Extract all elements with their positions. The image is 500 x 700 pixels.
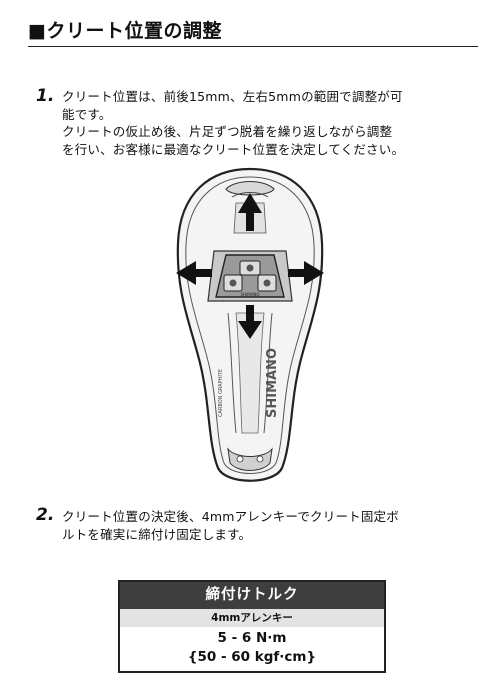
arrow-down-icon: [238, 305, 262, 339]
step-2-line: クリート位置の決定後、4mmアレンキーでクリート固定ボ: [62, 509, 399, 524]
step-1-line: 能です。: [62, 106, 112, 122]
step-1-line: クリート位置は、前後15mm、左右5mmの範囲で調整が可: [62, 89, 403, 104]
section-title-text: クリート位置の調整: [46, 20, 222, 42]
step-1-line: を行い、お客様に最適なクリート位置を決定してください。: [62, 141, 405, 157]
step-1-text: クリート位置は、前後15mm、左右5mmの範囲で調整が可 能です。 クリートの仮…: [62, 88, 404, 158]
torque-value-kgf: {50 - 60 kgf·cm}: [187, 649, 317, 665]
step-2-line: ルトを確実に締付け固定します。: [62, 526, 252, 542]
step-2-text: クリート位置の決定後、4mmアレンキーでクリート固定ボ ルトを確実に締付け固定し…: [62, 508, 399, 543]
step-2-number: 2.: [36, 505, 55, 525]
torque-table-header: 締付けトルク: [120, 582, 384, 609]
cleat-logo-text: SHIMANO: [240, 292, 259, 297]
sole-material-text: CARBON GRAPHITE: [218, 369, 224, 417]
torque-tool-label: 4mmアレンキー: [120, 609, 384, 627]
step-1-number: 1.: [36, 86, 55, 106]
square-bullet-icon: ■: [28, 20, 47, 42]
torque-value-nm: 5 - 6 N·m: [217, 630, 287, 646]
shoe-sole-illustration: SHIMANO SHIMANO CARBON GRAPHITE: [176, 167, 324, 482]
heel-tread: [227, 447, 273, 471]
arrow-right-icon: [288, 261, 324, 285]
torque-table: 締付けトルク 4mmアレンキー 5 - 6 N·m {50 - 60 kgf·c…: [118, 580, 386, 673]
arrow-up-icon: [238, 193, 262, 231]
sole-brand-text: SHIMANO: [265, 348, 280, 418]
section-title: ■クリート位置の調整: [28, 16, 222, 43]
sole-inner-edge: [185, 176, 315, 474]
toe-tread: [225, 181, 275, 196]
section-header: ■クリート位置の調整: [28, 14, 478, 47]
arrow-left-icon: [176, 261, 212, 285]
step-1-line: クリートの仮止め後、片足ずつ脱着を繰り返しながら調整: [62, 124, 393, 139]
